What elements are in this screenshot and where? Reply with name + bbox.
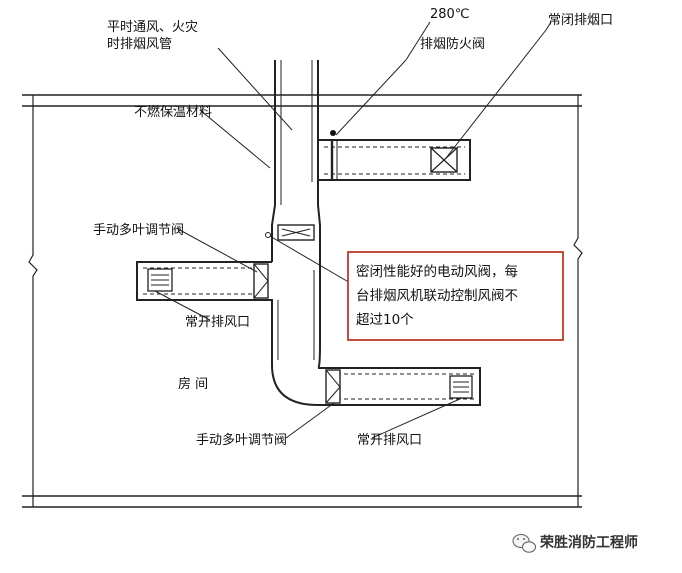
label-temperature: 280℃ [430, 7, 469, 22]
label-main-duct-line1: 平时通风、火灾 [107, 19, 198, 35]
label-manual-damper-left: 手动多叶调节阀 [93, 222, 184, 238]
label-open-outlet-left: 常开排风口 [185, 315, 250, 330]
note-line-3: 超过10个 [356, 312, 414, 328]
label-fire-damper: 排烟防火阀 [420, 36, 485, 52]
leader-lines [154, 21, 552, 439]
watermark-text: 荣胜消防工程师 [539, 534, 638, 551]
label-open-outlet-bottom: 常开排风口 [357, 433, 422, 448]
left-branch-duct [136, 261, 273, 345]
note-line-2: 台排烟风机联动控制风阀不 [356, 288, 518, 304]
label-insulation: 不燃保温材料 [134, 104, 212, 120]
label-closed-smoke-outlet: 常闭排烟口 [548, 13, 613, 28]
upper-branch-duct [317, 139, 471, 182]
note-line-1: 密闭性能好的电动风阀，每 [356, 263, 518, 280]
note-box [347, 251, 564, 341]
lower-slab [22, 495, 582, 508]
label-manual-damper-bottom: 手动多叶调节阀 [196, 432, 287, 448]
main-duct [271, 60, 321, 262]
damper-actuator-dot [330, 130, 336, 136]
lower-duct [271, 262, 481, 406]
wechat-icon [512, 533, 537, 553]
label-room: 房 间 [178, 376, 208, 392]
label-main-duct-line2: 时排烟风管 [107, 37, 172, 52]
upper-slab [22, 94, 582, 107]
break-marks [28, 95, 583, 507]
